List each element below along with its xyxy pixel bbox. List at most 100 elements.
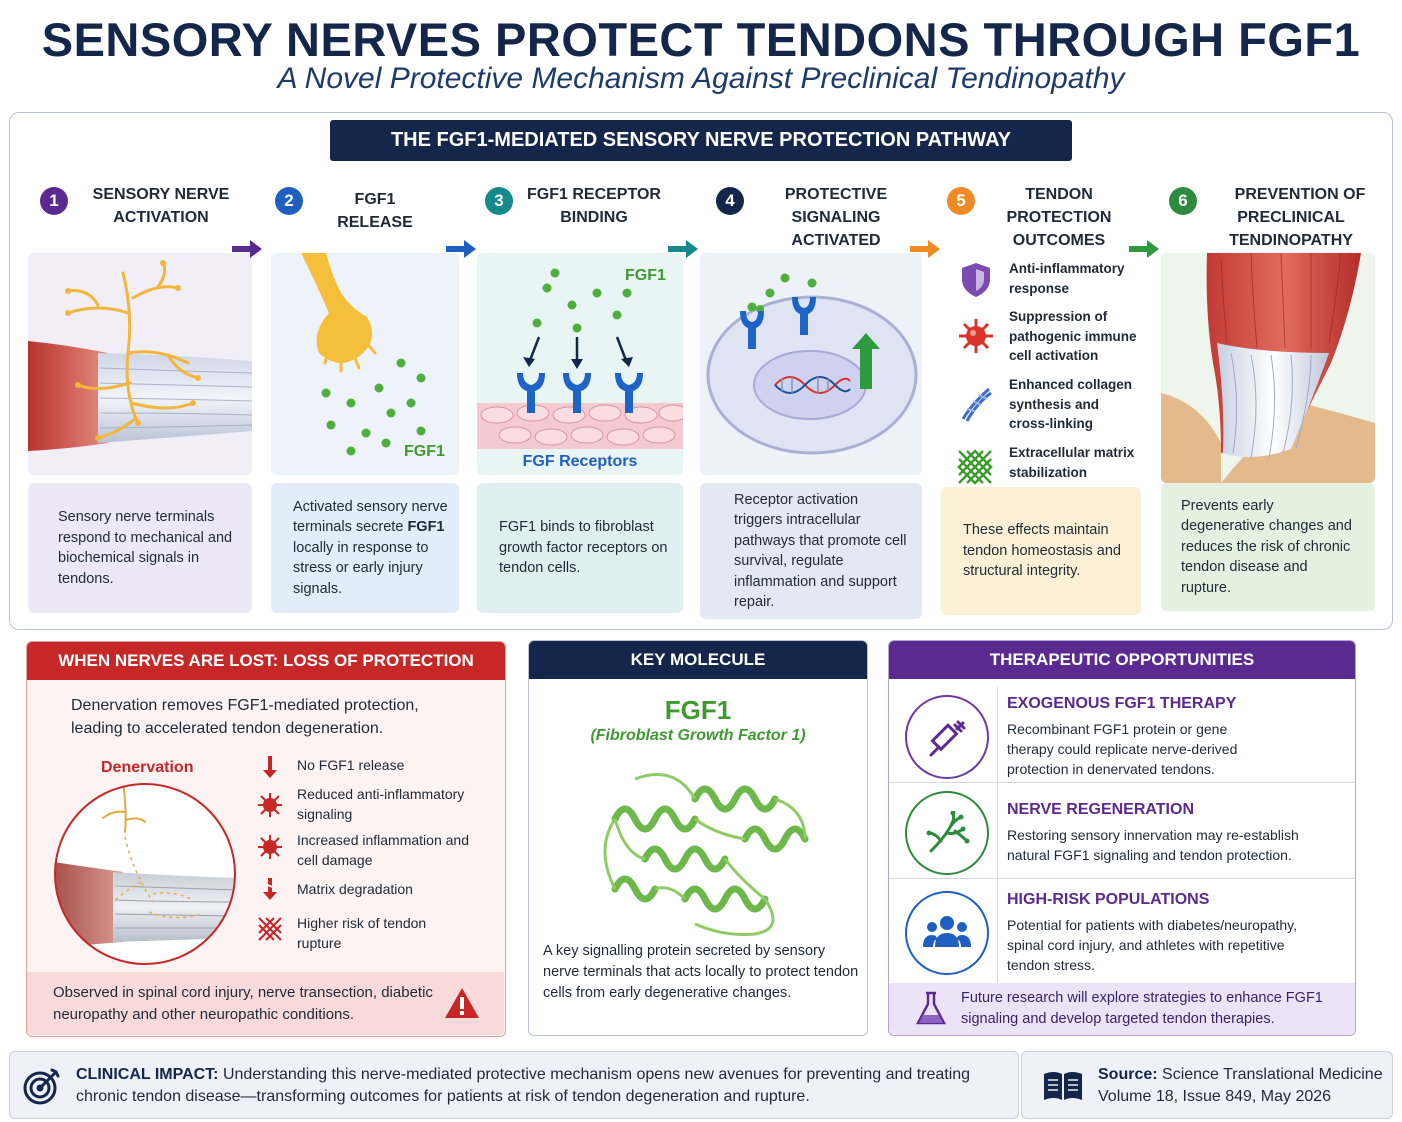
step-1-number: 1 (40, 187, 68, 215)
people-icon (923, 916, 971, 947)
syringe-icon (929, 720, 966, 757)
therapy-1-text: Recombinant FGF1 protein or gene therapy… (1007, 721, 1238, 777)
receptor-binding-illustration (477, 268, 683, 449)
step-3-image: FGF1 FGF Receptors (477, 253, 683, 475)
main-title: SENSORY NERVES PROTECT TENDONS THROUGH F… (41, 13, 1361, 66)
cell-damage-icon (258, 835, 282, 859)
loss-footer: Observed in spinal cord injury, nerve tr… (27, 972, 504, 1035)
degradation-arrow-icon (263, 878, 277, 900)
step-2-head: 2 FGF1 RELEASE (275, 183, 465, 241)
source-detail: Volume 18, Issue 849, May 2026 (1098, 1088, 1332, 1105)
step-2-label: FGF1 RELEASE (337, 191, 413, 231)
step-3-number: 3 (485, 187, 513, 215)
key-molecule-panel: KEY MOLECULE FGF1 (Fibroblast Growth Fac… (528, 640, 868, 1036)
nerve-regeneration-icon (926, 811, 970, 853)
arrow-icon (910, 240, 940, 258)
step-1-image (28, 253, 252, 475)
step-6-image (1161, 253, 1375, 483)
step-6-description: Prevents early degenerative changes and … (1161, 483, 1375, 611)
therapeutic-footer: Future research will explore strategies … (889, 983, 1355, 1035)
loss-footer-text: Observed in spinal cord injury, nerve tr… (53, 984, 433, 1023)
down-arrow-icon (263, 756, 277, 778)
source-text: Source: Science Translational Medicine V… (1098, 1064, 1388, 1108)
denervated-tendon-illustration (54, 783, 236, 965)
step-2-fgf1-label: FGF1 (404, 443, 445, 460)
outcomes-list: Anti-inflammatory response Suppression o… (941, 253, 1141, 485)
step-2-description: Activated sensory nerve terminals secret… (271, 483, 459, 613)
step-3-fgf1-label: FGF1 (625, 267, 666, 284)
therapy-item-2: NERVE REGENERATION Restoring sensory inn… (889, 783, 1355, 879)
clinical-impact-text: CLINICAL IMPACT: Understanding this nerv… (76, 1064, 996, 1108)
pathway-panel: THE FGF1-MEDIATED SENSORY NERVE PROTECTI… (9, 112, 1393, 630)
molecule-fullname: (Fibroblast Growth Factor 1) (590, 727, 806, 744)
step-2-image: FGF1 (271, 253, 459, 475)
denervation-label: Denervation (101, 759, 194, 776)
source-bar: Source: Science Translational Medicine V… (1021, 1051, 1393, 1119)
loss-intro: Denervation removes FGF1-mediated protec… (71, 697, 419, 737)
target-icon (23, 1068, 60, 1105)
step-4-number: 4 (716, 187, 744, 215)
source-journal: Science Translational Medicine (1162, 1066, 1383, 1083)
step-5-description: These effects maintain tendon homeostasi… (941, 487, 1141, 615)
therapeutic-footer-text: Future research will explore strategies … (961, 990, 1323, 1027)
sensory-nerve-illustration (28, 260, 252, 451)
clinical-impact-bar: CLINICAL IMPACT: Understanding this nerv… (9, 1051, 1019, 1119)
therapy-1-title: EXOGENOUS FGF1 THERAPY (1007, 695, 1237, 712)
step-1-description: Sensory nerve terminals respond to mecha… (28, 483, 252, 613)
step-6-number: 6 (1169, 187, 1197, 215)
clinical-impact-body: Understanding this nerve-mediated protec… (76, 1066, 971, 1105)
immune-cell-icon (959, 319, 993, 353)
therapy-2-title: NERVE REGENERATION (1007, 801, 1194, 818)
collagen-icon (961, 387, 992, 422)
arrow-icon (446, 240, 476, 258)
loss-item-3: Increased inflammation and cell damage (297, 832, 469, 868)
cell-signaling-illustration (706, 273, 918, 455)
loss-panel-title: WHEN NERVES ARE LOST: LOSS OF PROTECTION (27, 642, 505, 680)
shield-icon (962, 263, 990, 297)
therapy-item-1: EXOGENOUS FGF1 THERAPY Recombinant FGF1 … (889, 681, 1355, 783)
molecule-name: FGF1 (664, 695, 732, 725)
fgf1-release-illustration (301, 253, 426, 456)
source-label: Source: (1098, 1066, 1158, 1083)
therapy-3-title: HIGH-RISK POPULATIONS (1007, 891, 1210, 908)
molecule-description: A key signalling protein secreted by sen… (543, 943, 859, 1001)
loss-item-5: Higher risk of tendon rupture (297, 915, 427, 951)
protein-structure-illustration (603, 773, 809, 936)
outcome-1: Anti-inflammatory response (1009, 261, 1125, 296)
therapy-item-3: HIGH-RISK POPULATIONS Potential for pati… (889, 879, 1355, 983)
key-molecule-title: KEY MOLECULE (529, 641, 867, 679)
arrow-icon (232, 240, 262, 258)
step-4-description: Receptor activation triggers intracellul… (700, 483, 922, 619)
inflammation-icon (258, 793, 282, 817)
step-3-description: FGF1 binds to fibroblast growth factor r… (477, 483, 683, 613)
clinical-impact-label: CLINICAL IMPACT: (76, 1066, 219, 1083)
step-5-number: 5 (947, 187, 975, 215)
outcome-2: Suppression of pathogenic immune cell ac… (1009, 309, 1137, 363)
arrow-icon (1129, 240, 1159, 258)
loss-panel: WHEN NERVES ARE LOST: LOSS OF PROTECTION… (26, 641, 506, 1037)
warning-icon (445, 988, 479, 1018)
healthy-tendon-illustration (1161, 253, 1375, 483)
loss-item-2: Reduced anti-inflammatory signaling (297, 786, 465, 822)
arrow-icon (668, 240, 698, 258)
pathway-title: THE FGF1-MEDIATED SENSORY NERVE PROTECTI… (330, 120, 1072, 161)
step-2-number: 2 (275, 187, 303, 215)
therapeutic-title: THERAPEUTIC OPPORTUNITIES (889, 641, 1355, 679)
main-subtitle: A Novel Protective Mechanism Against Pre… (277, 62, 1125, 95)
rupture-icon (258, 917, 282, 941)
outcome-3: Enhanced collagen synthesis and cross-li… (1009, 377, 1133, 431)
fgf-receptors-label: FGF Receptors (522, 453, 638, 470)
book-icon (1044, 1072, 1082, 1100)
flask-icon (915, 991, 947, 1025)
outcome-4: Extracellular matrix stabilization (1009, 445, 1135, 480)
matrix-icon (957, 449, 993, 485)
